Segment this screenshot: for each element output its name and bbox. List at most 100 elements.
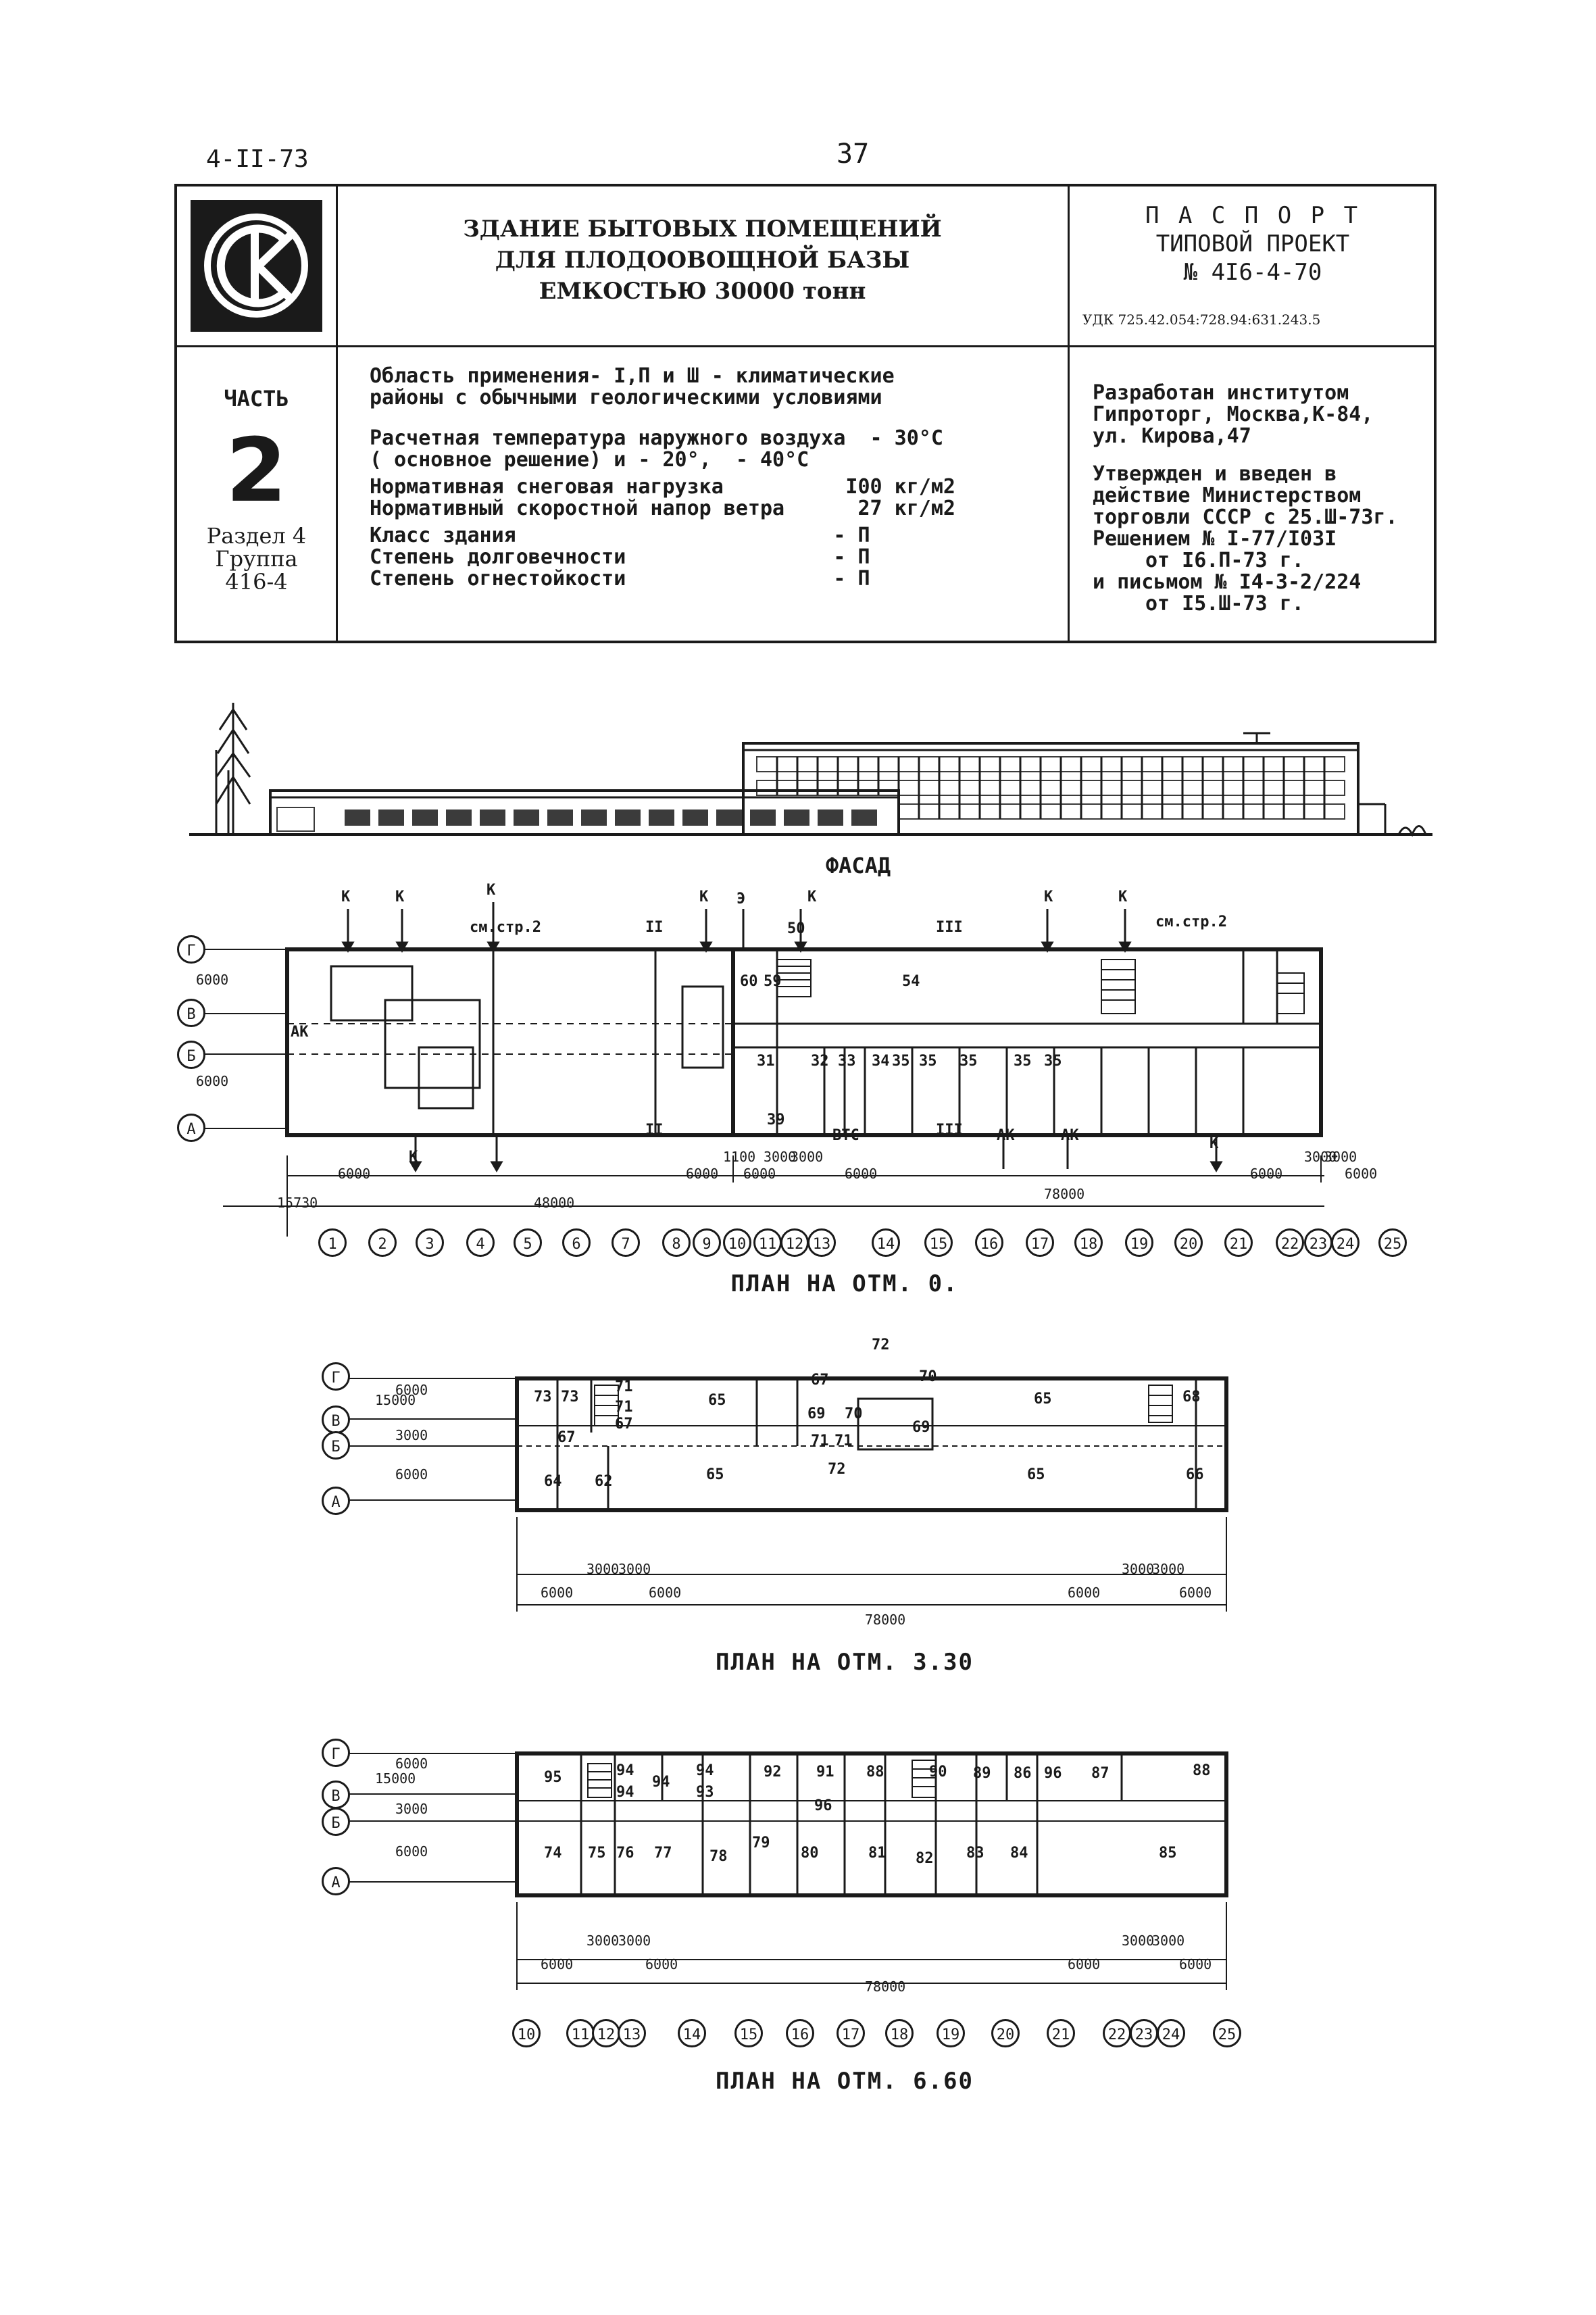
facade-drawing (189, 703, 1432, 837)
axis-col: 15 (924, 1228, 953, 1257)
axis-row-b: Б (322, 1431, 350, 1460)
room-label: 73 (561, 1389, 579, 1405)
section-line-2: Группа (215, 546, 298, 572)
dev-line-10: от I5.Ш-73 г. (1145, 592, 1304, 616)
axis-col: 10 (723, 1228, 751, 1257)
room-label: 88 (1193, 1762, 1211, 1779)
dev-line-1: Разработан институтом (1093, 381, 1349, 405)
axis-col: 18 (1074, 1228, 1103, 1257)
room-label: 84 (1010, 1845, 1028, 1862)
room-label: 34 (872, 1053, 890, 1070)
section-line-1: Раздел 4 (206, 523, 307, 549)
axis-row-g: Г (177, 935, 205, 964)
room-label: 94 (652, 1774, 670, 1791)
dimension: 6000 (338, 1166, 371, 1182)
section-mark: III (936, 919, 963, 936)
room-label: 94 (616, 1784, 634, 1801)
axis-col: 17 (1026, 1228, 1054, 1257)
passport-title: П А С П О Р Т (1145, 202, 1361, 229)
title-block: ЗДАНИЕ БЫТОВЫХ ПОМЕЩЕНИЙ ДЛЯ ПЛОДООВОЩНО… (174, 184, 1437, 643)
dimension: 6000 (541, 1956, 574, 1972)
reference-label: см.стр.2 (470, 919, 541, 936)
dimension: 15730 (277, 1195, 318, 1211)
room-label: 35 (919, 1053, 937, 1070)
reference-label: см.стр.2 (1155, 914, 1227, 930)
dimension: 1100 (723, 1149, 756, 1165)
axis-col: 25 (1378, 1228, 1407, 1257)
room-label: 33 (838, 1053, 856, 1070)
room-label: 50 (787, 920, 805, 937)
tree-icon (215, 703, 251, 835)
dimension: 3000 (395, 1801, 428, 1817)
param-line-5: Нормативная снеговая нагрузка I00 кг/м2 (370, 475, 955, 499)
dimension: 3000 (618, 1933, 651, 1949)
axis-col: 14 (678, 2019, 706, 2047)
dimension: 3000 (395, 1427, 428, 1443)
dimension: 6000 (1250, 1166, 1283, 1182)
room-label: 73 (534, 1389, 552, 1405)
param-line-8: Степень долговечности - П (370, 545, 870, 569)
room-label: 31 (757, 1053, 775, 1070)
axis-col: 22 (1103, 2019, 1131, 2047)
param-line-1: Область применения- I,П и Ш - климатичес… (370, 364, 895, 388)
axis-row-v: В (322, 1781, 350, 1809)
axis-col: 2 (368, 1228, 397, 1257)
room-label: 67 (557, 1429, 576, 1446)
label: Э (737, 891, 746, 907)
dimension: 3000 (1122, 1933, 1155, 1949)
axis-col: 11 (753, 1228, 782, 1257)
param-line-7: Класс здания - П (370, 524, 870, 547)
title-block-hdivider (177, 345, 1434, 347)
room-label: 71 (615, 1378, 633, 1395)
dimension: 3000 (1304, 1149, 1337, 1165)
room-label: 92 (764, 1764, 782, 1781)
dimension: 6000 (395, 1466, 428, 1483)
dimension: 3000 (764, 1149, 797, 1165)
room-label: 74 (544, 1845, 562, 1862)
axis-col: 4 (466, 1228, 495, 1257)
udk-code: УДК 725.42.054:728.94:631.243.5 (1082, 312, 1321, 328)
axis-row-v: В (177, 999, 205, 1027)
plan-0-drawing (196, 902, 1324, 1237)
axis-col: 8 (662, 1228, 691, 1257)
label: ВТС (832, 1127, 859, 1144)
room-label: 65 (708, 1392, 726, 1409)
dimension: 78000 (865, 1612, 906, 1628)
dev-line-7: Решением № I-77/I03I (1093, 527, 1337, 551)
dimension: 3000 (618, 1561, 651, 1577)
document-code: 4-II-73 (206, 145, 309, 173)
dimension: 15000 (375, 1392, 416, 1408)
axis-row-g: Г (322, 1362, 350, 1391)
axis-row-a: А (322, 1487, 350, 1515)
room-label: 65 (1034, 1391, 1052, 1408)
room-label: 65 (706, 1466, 724, 1483)
room-label: 70 (845, 1405, 863, 1422)
plan-330-drawing (328, 1376, 1228, 1612)
axis-row-g: Г (322, 1739, 350, 1767)
dimension: 6000 (1068, 1956, 1101, 1972)
room-label: 83 (966, 1845, 984, 1862)
dimension: 3000 (1122, 1561, 1155, 1577)
room-label: 89 (973, 1765, 991, 1782)
room-label: 64 (544, 1473, 562, 1490)
room-label: 88 (866, 1764, 884, 1781)
dimension: 6000 (1179, 1585, 1212, 1601)
dimension: 6000 (845, 1166, 878, 1182)
room-label: 96 (814, 1797, 832, 1814)
part-number: 2 (226, 419, 287, 522)
room-label: 78 (709, 1848, 728, 1865)
plan-0-caption: ПЛАН НА ОТМ. 0. (730, 1270, 959, 1297)
dimension: 3000 (1152, 1561, 1185, 1577)
entrance-label: К (1210, 1135, 1219, 1152)
axis-col: 13 (807, 1228, 836, 1257)
axis-col: 20 (1174, 1228, 1203, 1257)
room-label: 95 (544, 1769, 562, 1786)
axis-col: 16 (975, 1228, 1003, 1257)
plan-330-caption: ПЛАН НА ОТМ. 3.30 (716, 1649, 974, 1676)
room-label: 94 (696, 1762, 714, 1779)
dimension: 78000 (865, 1978, 906, 1995)
room-label: 93 (696, 1784, 714, 1801)
room-label: 81 (868, 1845, 887, 1862)
room-label: 94 (616, 1762, 634, 1779)
room-label: 68 (1182, 1389, 1201, 1405)
